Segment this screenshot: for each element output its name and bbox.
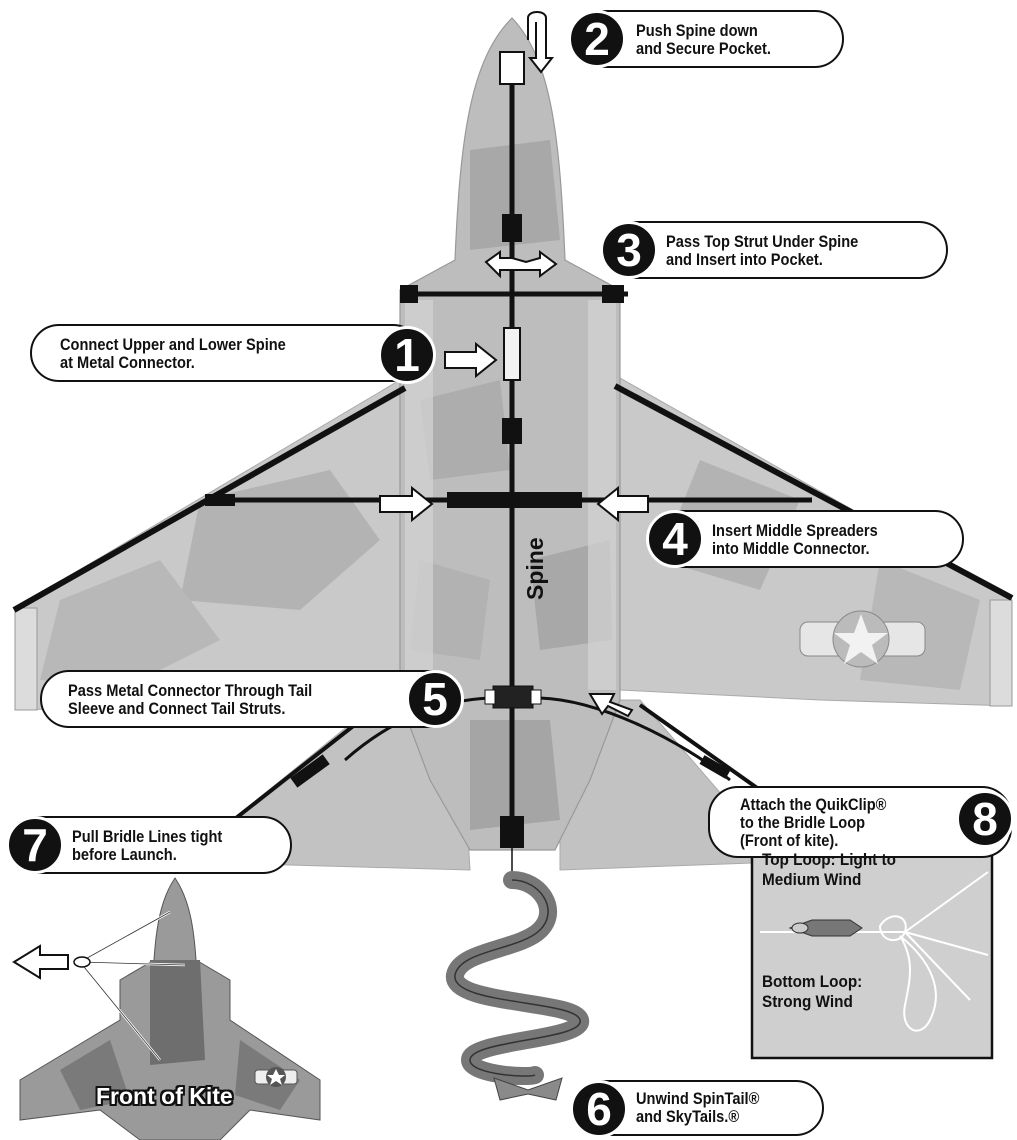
step8-line2: to the Bridle Loop: [740, 813, 866, 832]
spin-tail: [446, 848, 589, 1101]
arrow-step7: [12, 944, 69, 980]
direction-arrows: [12, 250, 649, 980]
step2-badge: 2: [568, 10, 626, 68]
step5-line1: Pass Metal Connector Through Tail: [68, 681, 313, 700]
step4-badge: 4: [646, 510, 704, 568]
step6-line2: and SkyTails.®: [636, 1107, 740, 1126]
arrow-step1: [444, 341, 498, 379]
step1-callout: Connect Upper and Lower Spine at Metal C…: [30, 324, 422, 382]
step4-line2: into Middle Connector.: [712, 539, 870, 558]
skytails: [493, 1077, 563, 1101]
step2-line2: and Secure Pocket.: [636, 39, 771, 58]
kite-frame: [12, 55, 1014, 864]
step5-callout: Pass Metal Connector Through Tail Sleeve…: [40, 670, 462, 728]
arrow-step4-left: [379, 485, 434, 523]
step1-line2: at Metal Connector.: [60, 353, 195, 372]
step6-line1: Unwind SpinTail®: [636, 1089, 760, 1108]
spine-connector-mid: [502, 418, 522, 444]
insignia: [799, 610, 926, 668]
bottom-loop-line2: Strong Wind: [762, 992, 853, 1011]
spine-label: Spine: [522, 537, 548, 600]
arrow-step4-right: [596, 485, 649, 523]
quikclip: [788, 919, 863, 937]
front-of-kite-thumbnail: [19, 877, 321, 1140]
top-loop-line2: Medium Wind: [762, 870, 862, 889]
front-of-kite-label: Front of Kite: [96, 1083, 233, 1109]
step7-line1: Pull Bridle Lines tight: [72, 827, 223, 846]
step8-line3: (Front of kite).: [740, 831, 839, 850]
arrow-step3: [484, 250, 558, 279]
step1-line1: Connect Upper and Lower Spine: [60, 335, 286, 354]
step3-badge: 3: [600, 221, 658, 279]
spine-connector-upper: [502, 214, 522, 242]
tail-connector: [492, 685, 534, 709]
bridle-loop-panel: [750, 840, 994, 1060]
metal-connector: [503, 327, 521, 381]
arrow-step8: [588, 693, 634, 718]
step3-callout: Pass Top Strut Under Spine and Insert in…: [608, 221, 948, 279]
step7-badge: 7: [6, 816, 64, 874]
step5-badge: 5: [406, 670, 464, 728]
step8-badge: 8: [956, 790, 1014, 848]
step4-callout: Insert Middle Spreaders into Middle Conn…: [654, 510, 964, 568]
spine-top-pocket: [499, 51, 525, 85]
step3-line2: and Insert into Pocket.: [666, 250, 823, 269]
step3-line1: Pass Top Strut Under Spine: [666, 232, 859, 251]
bottom-loop-line1: Bottom Loop:: [762, 972, 863, 991]
step6-badge: 6: [570, 1080, 628, 1138]
top-loop-line1: Top Loop: Light to: [762, 850, 896, 869]
connectors: [205, 51, 731, 848]
step5-line2: Sleeve and Connect Tail Struts.: [68, 699, 286, 718]
step2-line1: Push Spine down: [636, 21, 758, 40]
step1-badge: 1: [378, 326, 436, 384]
step7-line2: before Launch.: [72, 845, 177, 864]
middle-connector: [447, 492, 582, 508]
step8-line1: Attach the QuikClip®: [740, 795, 887, 814]
step4-line1: Insert Middle Spreaders: [712, 521, 878, 540]
push-down-arrow: [527, 11, 555, 74]
spine-bottom-pocket: [500, 816, 524, 848]
